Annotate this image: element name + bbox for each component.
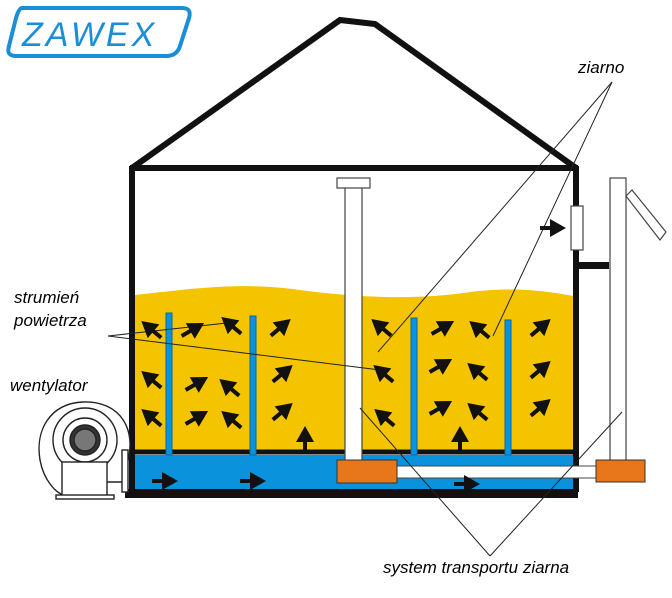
- transport-pipe: [396, 465, 606, 479]
- elevator-pipe: [570, 177, 667, 463]
- air-ducts: [165, 312, 512, 456]
- leader-lines: [107, 81, 623, 557]
- zawex-logo: ZAWEX: [6, 6, 192, 58]
- label-grain: ziarno: [578, 58, 625, 77]
- svg-text:ZAWEX: ZAWEX: [21, 16, 157, 54]
- orange-box-center: [336, 459, 398, 484]
- floor-bar: [125, 489, 578, 498]
- label-airflow-2: powietrza: [14, 311, 87, 330]
- label-airflow-1: strumień: [14, 288, 80, 307]
- label-transport: system transportu ziarna: [383, 558, 570, 577]
- roof: [130, 16, 578, 171]
- label-fan: wentylator: [10, 376, 88, 395]
- orange-box-right: [595, 459, 646, 483]
- fan: [38, 401, 131, 500]
